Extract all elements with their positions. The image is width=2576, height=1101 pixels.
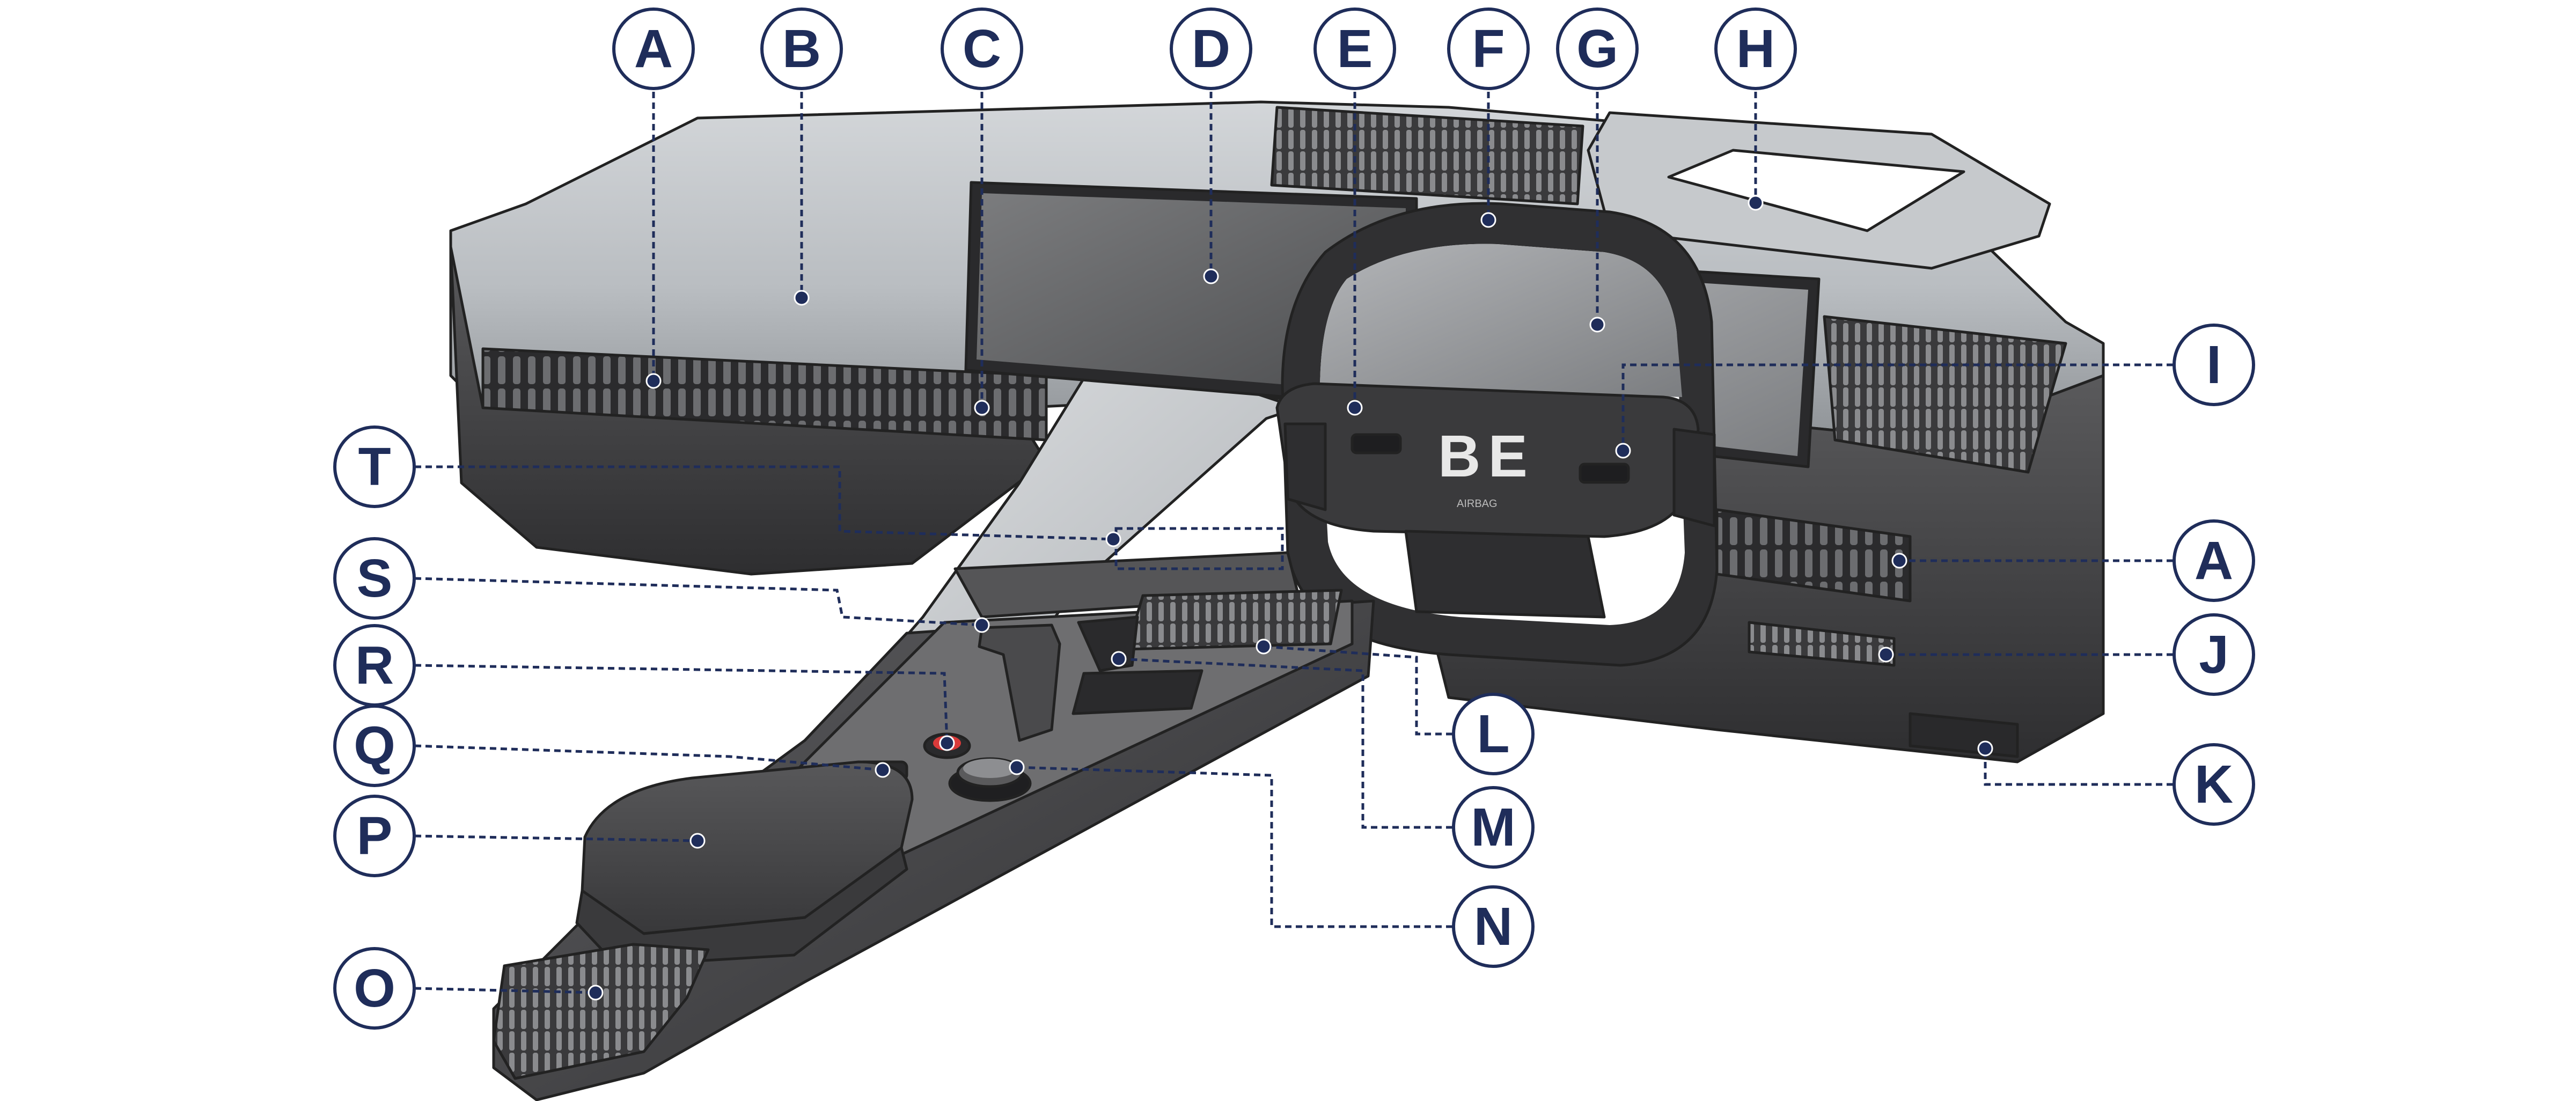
dot-O xyxy=(588,985,604,1001)
rear-console-vent xyxy=(492,943,710,1080)
leader-K xyxy=(1984,748,2173,786)
dot-A-right xyxy=(1891,553,1907,569)
callout-M: M xyxy=(1452,786,1535,869)
leader-T xyxy=(415,465,1114,541)
dot-G xyxy=(1589,317,1605,333)
svg-text:J: J xyxy=(2199,625,2229,685)
dot-Q xyxy=(875,762,891,778)
dot-P xyxy=(689,833,706,849)
svg-text:D: D xyxy=(1192,19,1230,79)
callout-P: P xyxy=(333,795,416,877)
drive-selector-stalk xyxy=(978,623,1061,742)
svg-text:L: L xyxy=(1477,704,1509,764)
hud-glass xyxy=(1667,149,1965,232)
svg-text:I: I xyxy=(2206,335,2221,395)
dot-T xyxy=(1105,531,1121,547)
center-top-grille xyxy=(1270,106,1584,205)
rotary-controller xyxy=(948,757,1032,802)
leader-lines xyxy=(414,81,2173,994)
leader-T-bracket xyxy=(1114,527,1284,570)
callouts: A B C D E F G H xyxy=(333,8,2255,1030)
callout-E: E xyxy=(1313,8,1396,90)
dot-J xyxy=(1878,647,1894,663)
svg-text:N: N xyxy=(1474,897,1513,957)
dot-A-left xyxy=(645,373,662,389)
callout-K: K xyxy=(2173,743,2255,826)
dot-F xyxy=(1480,212,1496,228)
callout-A-right: A xyxy=(2173,519,2255,602)
callout-T: T xyxy=(333,425,416,508)
airbag-label: AIRBAG xyxy=(1457,498,1498,510)
callout-I: I xyxy=(2173,324,2255,406)
svg-text:F: F xyxy=(1472,19,1504,79)
svg-text:P: P xyxy=(357,806,393,866)
callout-C: C xyxy=(941,8,1023,90)
dot-S xyxy=(974,617,990,633)
cup-holder xyxy=(1072,669,1203,715)
dot-C xyxy=(974,400,990,416)
dashboard-artwork: BE AIRBAG xyxy=(449,100,2105,1101)
callout-N: N xyxy=(1452,885,1535,968)
right-lower-vent xyxy=(1748,621,1896,667)
armrest-base xyxy=(575,846,908,967)
dot-B xyxy=(794,290,810,306)
callout-J: J xyxy=(2173,613,2255,696)
leader-N xyxy=(1016,766,1452,928)
svg-text:E: E xyxy=(1337,19,1373,79)
console-rear-grille xyxy=(1125,589,1343,651)
svg-text:K: K xyxy=(2195,754,2233,814)
dot-N xyxy=(1009,759,1025,775)
leader-R xyxy=(414,664,949,744)
callout-S: S xyxy=(333,537,416,620)
right-side-vent-upper xyxy=(1823,315,2067,474)
right-wheel-switch xyxy=(1579,463,1630,484)
callout-R: R xyxy=(333,624,416,707)
callout-H: H xyxy=(1714,8,1797,90)
dot-D xyxy=(1203,268,1219,284)
svg-text:M: M xyxy=(1471,797,1515,857)
dot-R xyxy=(939,735,955,751)
callout-Q: Q xyxy=(333,704,416,787)
dot-K xyxy=(1977,740,1993,757)
dot-H xyxy=(1748,195,1764,211)
svg-text:C: C xyxy=(963,19,1001,79)
steering-logo: BE xyxy=(1438,423,1535,489)
callout-O: O xyxy=(333,947,416,1030)
dot-I xyxy=(1615,443,1631,459)
steering-wheel: BE AIRBAG xyxy=(1275,202,1719,667)
svg-text:S: S xyxy=(357,548,393,608)
callout-F: F xyxy=(1447,8,1530,90)
dot-M xyxy=(1111,651,1127,667)
leader-M xyxy=(1118,657,1452,829)
leader-S xyxy=(414,577,982,627)
left-wheel-switch xyxy=(1351,433,1402,454)
svg-text:Q: Q xyxy=(354,716,395,776)
svg-text:G: G xyxy=(1576,19,1618,79)
leader-I xyxy=(1621,363,2173,451)
callout-B: B xyxy=(760,8,843,90)
dot-L xyxy=(1256,638,1272,655)
svg-text:A: A xyxy=(634,19,673,79)
leader-O xyxy=(414,987,596,994)
callout-G: G xyxy=(1556,8,1639,90)
svg-text:B: B xyxy=(782,19,821,79)
dot-E xyxy=(1347,400,1363,416)
callout-L: L xyxy=(1452,693,1535,775)
callout-D: D xyxy=(1170,8,1252,90)
svg-text:H: H xyxy=(1736,19,1775,79)
leader-dots xyxy=(588,195,1993,1001)
svg-text:A: A xyxy=(2195,531,2233,591)
callout-A-left: A xyxy=(612,8,695,90)
svg-text:O: O xyxy=(354,958,395,1018)
svg-text:R: R xyxy=(355,635,394,695)
leader-P xyxy=(414,834,698,842)
svg-text:T: T xyxy=(358,437,391,497)
leader-Q xyxy=(414,744,883,772)
